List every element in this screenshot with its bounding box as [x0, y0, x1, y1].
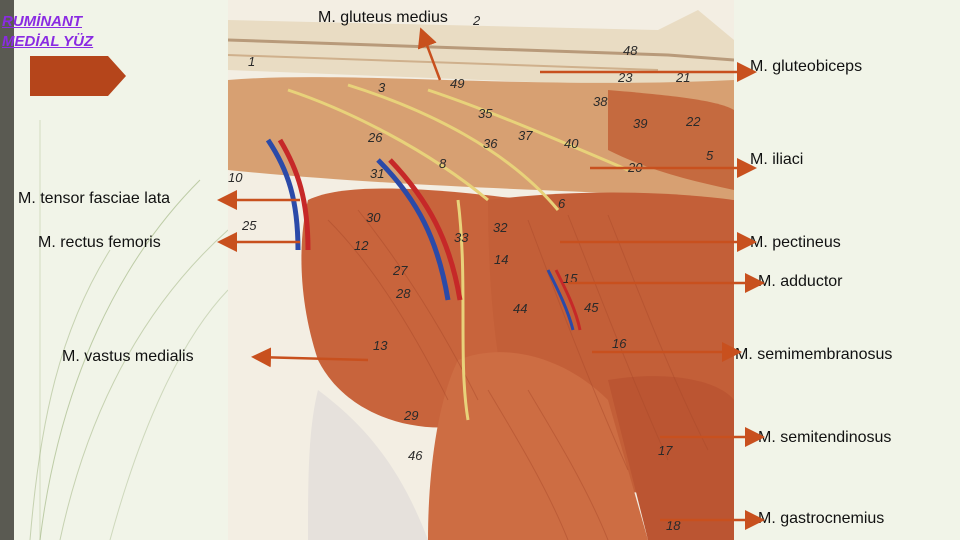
- svg-text:1: 1: [248, 54, 255, 69]
- svg-text:48: 48: [623, 43, 638, 58]
- label-tensor-fasciae-lata: M. tensor fasciae lata: [18, 190, 171, 207]
- label-vastus-medialis: M. vastus medialis: [62, 348, 194, 365]
- svg-text:13: 13: [373, 338, 388, 353]
- svg-text:15: 15: [563, 271, 578, 286]
- svg-text:12: 12: [354, 238, 369, 253]
- label-rectus-femoris: M. rectus femoris: [38, 234, 161, 251]
- left-accent-bar: [0, 0, 14, 540]
- svg-text:2: 2: [472, 13, 481, 28]
- title-line-2: MEDİAL YÜZ: [2, 33, 94, 50]
- svg-text:32: 32: [493, 220, 508, 235]
- svg-text:45: 45: [584, 300, 599, 315]
- label-iliaci: M. iliaci: [750, 151, 804, 168]
- label-gluteus-medius: M. gluteus medius: [318, 9, 448, 26]
- svg-text:6: 6: [558, 196, 566, 211]
- svg-text:39: 39: [633, 116, 647, 131]
- svg-text:44: 44: [513, 301, 527, 316]
- svg-text:33: 33: [454, 230, 469, 245]
- slide-title: RUMİNANT MEDİAL YÜZ: [2, 12, 93, 52]
- svg-text:30: 30: [366, 210, 381, 225]
- svg-text:26: 26: [367, 130, 383, 145]
- label-gastrocnemius: M. gastrocnemius: [758, 510, 885, 527]
- svg-text:8: 8: [439, 156, 447, 171]
- svg-text:28: 28: [395, 286, 411, 301]
- svg-text:17: 17: [658, 443, 673, 458]
- svg-text:5: 5: [706, 148, 714, 163]
- svg-text:21: 21: [675, 70, 690, 85]
- svg-text:16: 16: [612, 336, 627, 351]
- label-adductor: M. adductor: [758, 273, 843, 290]
- svg-text:25: 25: [241, 218, 257, 233]
- svg-text:18: 18: [666, 518, 681, 533]
- svg-text:46: 46: [408, 448, 423, 463]
- label-gluteobiceps: M. gluteobiceps: [750, 58, 863, 75]
- anatomy-illustration: 1 2 3 49 48 21 23 38 22 39 35 26 36 37 4…: [228, 0, 734, 540]
- svg-text:36: 36: [483, 136, 498, 151]
- svg-text:49: 49: [450, 76, 464, 91]
- label-semimembranosus: M. semimembranosus: [735, 346, 893, 363]
- svg-text:29: 29: [403, 408, 418, 423]
- accent-tab-shape: [30, 56, 126, 96]
- svg-text:27: 27: [392, 263, 408, 278]
- svg-text:23: 23: [617, 70, 633, 85]
- svg-text:40: 40: [564, 136, 579, 151]
- label-semitendinosus: M. semitendinosus: [758, 429, 892, 446]
- title-line-1: RUMİNANT: [2, 13, 82, 30]
- svg-text:3: 3: [378, 80, 386, 95]
- svg-text:20: 20: [627, 160, 643, 175]
- svg-text:22: 22: [685, 114, 701, 129]
- label-pectineus: M. pectineus: [750, 234, 841, 251]
- svg-text:37: 37: [518, 128, 533, 143]
- svg-text:14: 14: [494, 252, 508, 267]
- svg-text:35: 35: [478, 106, 493, 121]
- svg-text:10: 10: [228, 170, 243, 185]
- svg-text:31: 31: [370, 166, 384, 181]
- svg-text:38: 38: [593, 94, 608, 109]
